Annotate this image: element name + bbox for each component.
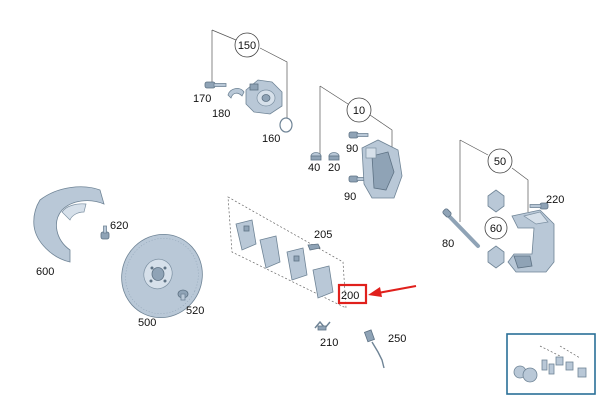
part-20-cap[interactable] xyxy=(328,152,340,161)
part-90-lower-bolt[interactable] xyxy=(348,175,369,183)
callout-150: 150 xyxy=(238,40,256,52)
label-600[interactable]: 600 xyxy=(36,266,54,278)
callout-circle-50[interactable] xyxy=(487,148,513,174)
part-40-cap[interactable] xyxy=(310,152,322,161)
label-250[interactable]: 250 xyxy=(388,333,406,345)
part-210-spring[interactable] xyxy=(314,320,331,331)
callout-circle-60[interactable] xyxy=(484,216,508,240)
label-180[interactable]: 180 xyxy=(212,108,230,120)
callout-60: 60 xyxy=(490,223,502,235)
highlight-box-200[interactable] xyxy=(337,283,368,305)
label-205[interactable]: 205 xyxy=(314,229,332,241)
leader-150-right xyxy=(259,47,288,118)
part-10-caliper[interactable] xyxy=(361,139,403,199)
part-180-clip[interactable] xyxy=(227,88,245,99)
part-160-seal-ring[interactable] xyxy=(279,117,293,133)
pad-set-outline xyxy=(227,196,347,309)
part-90-upper-bolt[interactable] xyxy=(348,131,369,139)
part-520-screw[interactable] xyxy=(177,289,189,301)
highlight-arrow xyxy=(368,285,417,297)
part-80-guide-bolt[interactable] xyxy=(442,208,480,248)
label-520[interactable]: 520 xyxy=(186,305,204,317)
group-600: 600 620 xyxy=(33,186,128,278)
overview-thumbnail[interactable] xyxy=(506,333,596,395)
label-20[interactable]: 20 xyxy=(328,162,340,174)
part-200-pad-1[interactable] xyxy=(235,219,257,251)
part-200-pad-4[interactable] xyxy=(312,265,334,299)
callout-circle-10[interactable] xyxy=(346,97,372,123)
label-170[interactable]: 170 xyxy=(193,93,211,105)
group-10: 10 90 40 20 90 xyxy=(308,85,403,203)
leader-150-top xyxy=(211,29,237,41)
label-40[interactable]: 40 xyxy=(308,162,320,174)
label-500[interactable]: 500 xyxy=(138,317,156,329)
group-500: 500 520 xyxy=(121,233,204,329)
label-220[interactable]: 220 xyxy=(546,194,564,206)
part-200-pad-2[interactable] xyxy=(259,235,281,269)
callout-circle-150[interactable] xyxy=(234,32,260,58)
label-80[interactable]: 80 xyxy=(442,238,454,250)
label-620[interactable]: 620 xyxy=(110,220,128,232)
label-200[interactable]: 200 xyxy=(341,290,359,302)
part-60-upper-cap[interactable] xyxy=(487,189,505,213)
callout-50: 50 xyxy=(494,156,506,168)
label-160[interactable]: 160 xyxy=(262,133,280,145)
group-50: 50 220 60 80 xyxy=(442,139,564,273)
part-50-carrier-bracket[interactable] xyxy=(507,209,555,273)
part-150-caliper-housing[interactable] xyxy=(245,79,283,115)
part-205-clip[interactable] xyxy=(307,243,321,251)
leader-50-right xyxy=(511,167,529,212)
callout-10: 10 xyxy=(353,105,365,117)
part-600-dust-shield[interactable] xyxy=(33,186,105,263)
part-200-pad-3[interactable] xyxy=(286,247,308,281)
part-170-bolt[interactable] xyxy=(204,81,227,89)
leader-10-top xyxy=(319,85,349,105)
group-200: 205 200 210 250 xyxy=(227,196,417,369)
part-220-bolt[interactable] xyxy=(529,202,549,210)
group-150: 150 170 180 160 xyxy=(193,29,293,145)
label-210[interactable]: 210 xyxy=(320,337,338,349)
label-90-lower[interactable]: 90 xyxy=(344,191,356,203)
label-90-upper[interactable]: 90 xyxy=(346,143,358,155)
leader-50-top xyxy=(459,139,489,156)
part-620-bolt[interactable] xyxy=(100,225,110,240)
part-250-wear-sensor[interactable] xyxy=(363,329,385,369)
leader-10-right xyxy=(369,114,393,150)
part-60-lower-cap[interactable] xyxy=(487,245,505,269)
